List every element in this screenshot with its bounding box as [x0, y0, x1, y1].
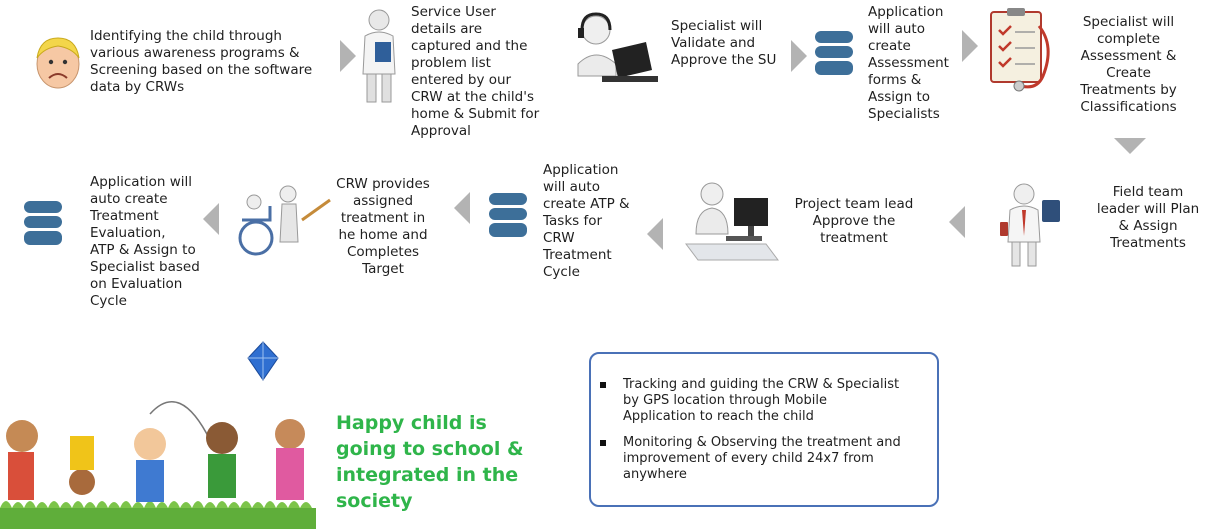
bullet-monitoring: Monitoring & Observing the treatment and… — [600, 435, 935, 483]
step-auto-create-atp: Application will auto create ATP & Tasks… — [543, 162, 630, 280]
step-crw-provides-treatment: CRW provides assigned treatment in he ho… — [336, 176, 430, 277]
clipboard-stethoscope-icon — [990, 8, 1050, 92]
arrow-left — [647, 218, 663, 250]
computer-user-icon — [685, 182, 779, 261]
wheelchair-therapy-icon — [238, 185, 331, 256]
database-icon — [489, 193, 527, 237]
kite-icon — [247, 341, 279, 381]
step-auto-create-assessment: Application will auto create Assessment … — [868, 4, 949, 122]
sad-child-icon — [36, 37, 80, 89]
businessman-phone-icon — [1000, 183, 1060, 267]
step-capture-su-details: Service User details are captured and th… — [411, 4, 540, 139]
step-specialist-validate: Specialist will Validate and Approve the… — [671, 18, 777, 68]
step-field-lead-plan: Field team leader will Plan & Assign Tre… — [1096, 184, 1200, 251]
database-icon — [24, 201, 62, 245]
arrow-right — [962, 30, 978, 62]
database-icon — [815, 31, 853, 75]
step-auto-create-evaluation: Application will auto create Treatment E… — [90, 174, 200, 309]
doctor-figure-icon — [362, 9, 396, 103]
arrow-left — [949, 206, 965, 238]
bullet-gps-tracking: Tracking and guiding the CRW & Specialis… — [600, 377, 935, 425]
headset-laptop-icon — [577, 12, 658, 82]
arrow-left — [454, 192, 470, 224]
step-identify-child: Identifying the child through various aw… — [90, 28, 313, 95]
happy-child-message: Happy child is going to school & integra… — [336, 412, 524, 512]
arrow-down — [1114, 138, 1146, 154]
monitoring-box: Tracking and guiding the CRW & Specialis… — [589, 352, 939, 507]
arrow-left — [203, 203, 219, 235]
kids-playing-illustration — [0, 401, 316, 529]
arrow-right — [340, 40, 356, 72]
step-complete-assessment: Specialist will complete Assessment & Cr… — [1080, 14, 1177, 115]
arrow-right — [791, 40, 807, 72]
step-project-lead-approve: Project team lead Approve the treatment — [794, 196, 914, 246]
